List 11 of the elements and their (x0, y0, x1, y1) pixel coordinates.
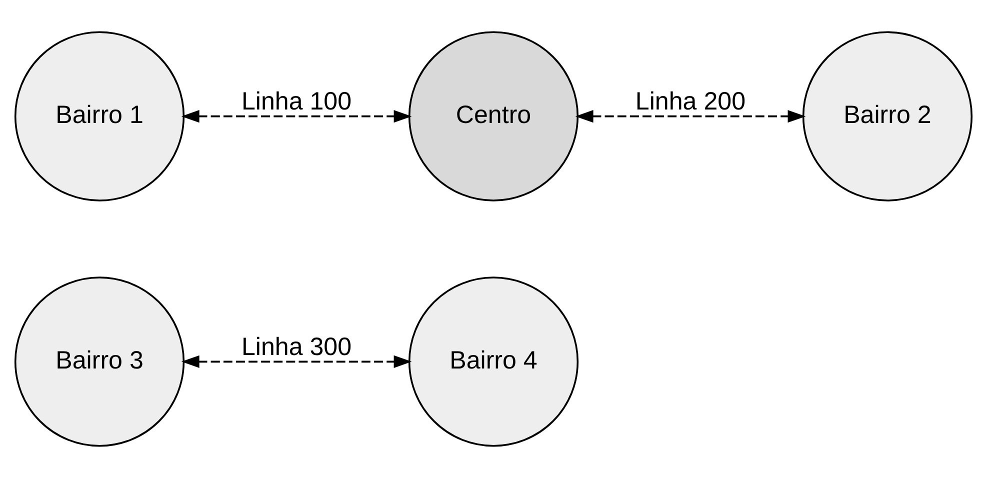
edge-label: Linha 300 (241, 332, 352, 360)
arrow (181, 354, 412, 368)
edge-label: Linha 200 (635, 87, 746, 116)
node-circle: Bairro 4 (408, 276, 579, 446)
node-circle: Bairro 2 (802, 30, 973, 201)
arrow (575, 110, 806, 122)
edge-label: Linha 100 (241, 87, 352, 116)
node-circle: Centro (408, 30, 579, 201)
node-circle: Bairro 3 (14, 276, 185, 446)
arrow (181, 110, 412, 122)
node-circle: Bairro 1 (14, 30, 185, 201)
